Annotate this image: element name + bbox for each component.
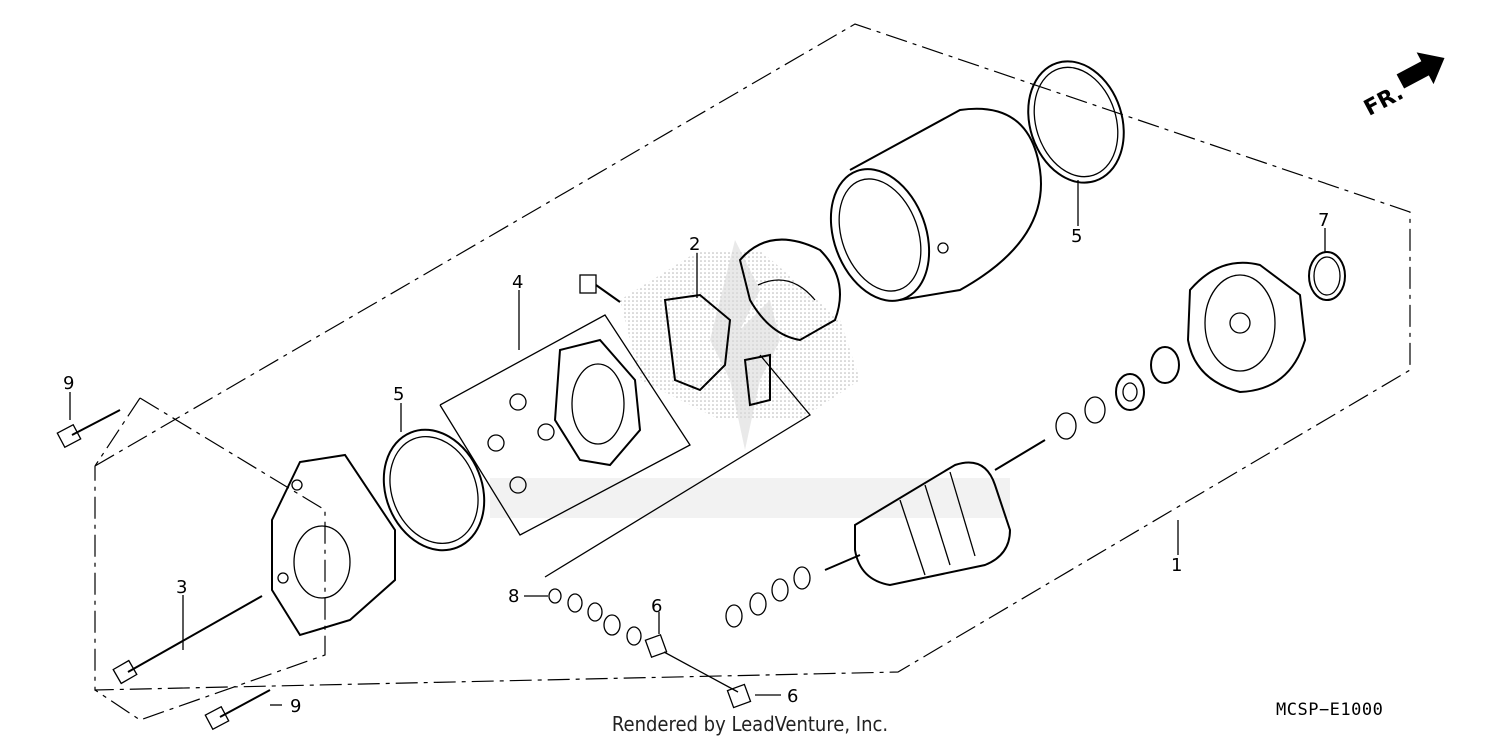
callout-9-upper: 9	[63, 373, 74, 394]
o-ring-large-left	[382, 428, 486, 552]
armature	[824, 439, 1046, 587]
armature-washers	[725, 396, 1106, 628]
leader-lines	[69, 180, 1326, 706]
fr-label: FR.	[1360, 80, 1408, 121]
callout-6-lower: 6	[787, 686, 798, 707]
callout-5-left: 5	[393, 384, 404, 405]
o-ring-small	[1308, 251, 1346, 301]
callout-7: 7	[1318, 210, 1329, 231]
bolt-upper	[56, 409, 121, 449]
rear-cover	[271, 453, 396, 637]
motor-yoke	[829, 107, 1042, 302]
front-direction-arrow: FR.	[1360, 52, 1445, 121]
callout-2: 2	[689, 234, 700, 255]
terminal-parts	[548, 588, 752, 709]
magnet-holder	[738, 238, 841, 342]
watermark-logo	[490, 240, 1010, 518]
callout-8: 8	[508, 586, 519, 607]
callout-6-upper: 6	[651, 596, 662, 617]
brush-holder-boundary	[439, 314, 811, 578]
bolt-lower	[204, 689, 271, 731]
assembly-boundary	[94, 23, 1411, 721]
callout-4: 4	[512, 272, 523, 293]
lock-washer	[1150, 346, 1180, 384]
callout-9-lower: 9	[290, 696, 301, 717]
brush-holder	[487, 338, 642, 494]
bearing	[1115, 373, 1145, 411]
callout-1: 1	[1171, 555, 1182, 576]
footer-credit: Rendered by LeadVenture, Inc.	[611, 712, 889, 736]
diagram-code: MCSP−E1000	[1276, 700, 1384, 720]
brush-set	[579, 274, 771, 407]
o-ring-large-right	[1027, 60, 1125, 184]
callout-5-right: 5	[1071, 226, 1082, 247]
callout-3: 3	[176, 577, 187, 598]
front-cover	[1186, 261, 1307, 394]
through-bolt	[112, 595, 263, 685]
